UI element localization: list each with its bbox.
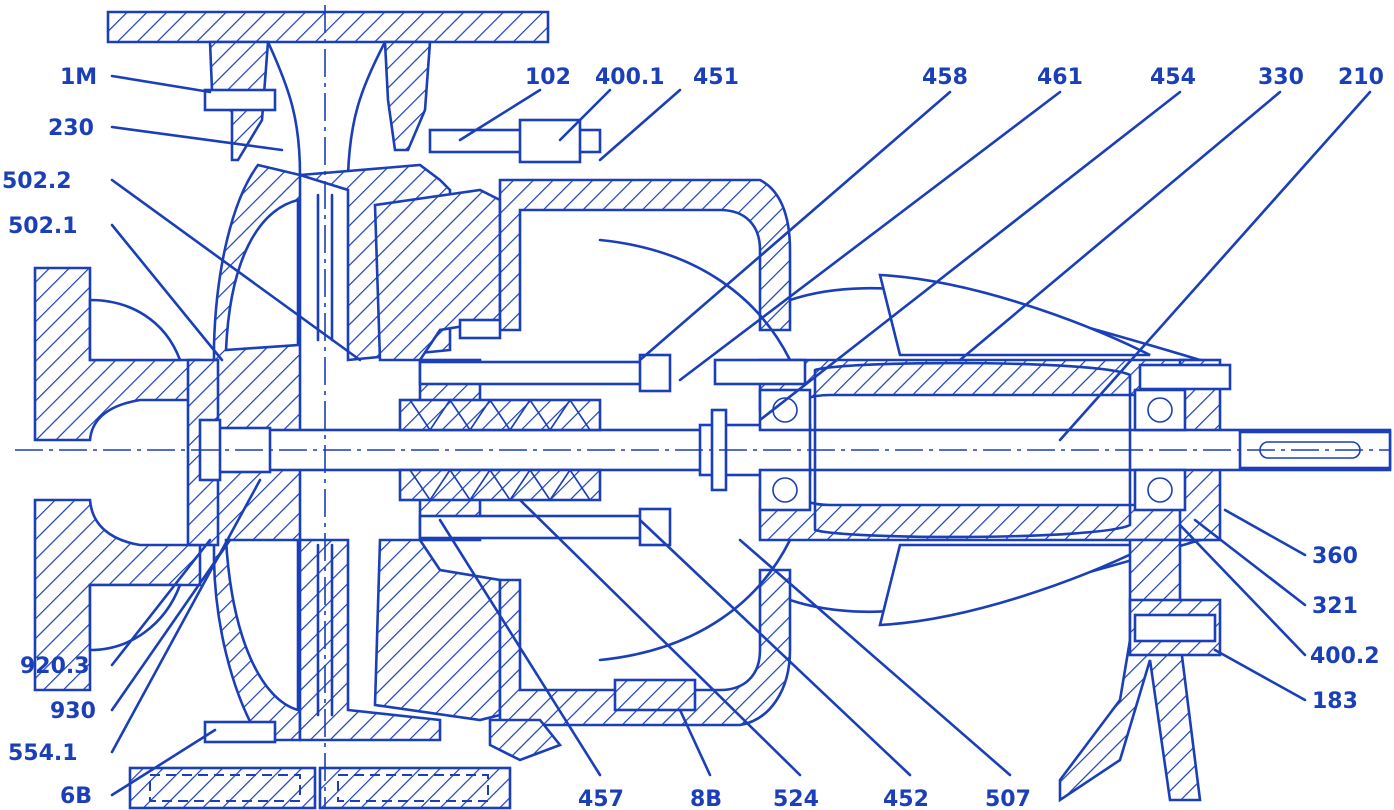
centre-lines: [15, 5, 1390, 808]
bearing-bracket: [498, 178, 1222, 803]
label-920-3: 920.3: [20, 654, 90, 679]
label-6b: 6B: [60, 784, 92, 809]
label-8b: 8B: [690, 787, 722, 810]
shaft: [198, 361, 1392, 539]
casing-feet: [128, 718, 563, 810]
label-321: 321: [1312, 594, 1358, 619]
label-400-2: 400.2: [1310, 644, 1380, 669]
suction-flange: [33, 266, 220, 692]
bolts: [203, 88, 1232, 744]
label-400-1: 400.1: [595, 65, 665, 90]
label-330: 330: [1258, 65, 1304, 90]
part-labels: 1M 230 502.2 502.1 102 400.1 451 458 461…: [2, 65, 1384, 810]
label-458: 458: [922, 65, 968, 90]
label-183: 183: [1312, 689, 1358, 714]
label-454: 454: [1150, 65, 1196, 90]
label-102: 102: [525, 65, 571, 90]
label-502-1: 502.1: [8, 214, 78, 239]
label-930: 930: [50, 699, 96, 724]
label-507: 507: [985, 787, 1031, 810]
label-1m: 1M: [60, 65, 97, 90]
label-461: 461: [1037, 65, 1083, 90]
label-451: 451: [693, 65, 739, 90]
label-452: 452: [883, 787, 929, 810]
label-502-2: 502.2: [2, 169, 72, 194]
leader-lines: [110, 74, 1372, 797]
label-524: 524: [773, 787, 819, 810]
label-210: 210: [1338, 65, 1384, 90]
label-360: 360: [1312, 544, 1358, 569]
label-554-1: 554.1: [8, 741, 78, 766]
label-230: 230: [48, 116, 94, 141]
label-457: 457: [578, 787, 624, 810]
